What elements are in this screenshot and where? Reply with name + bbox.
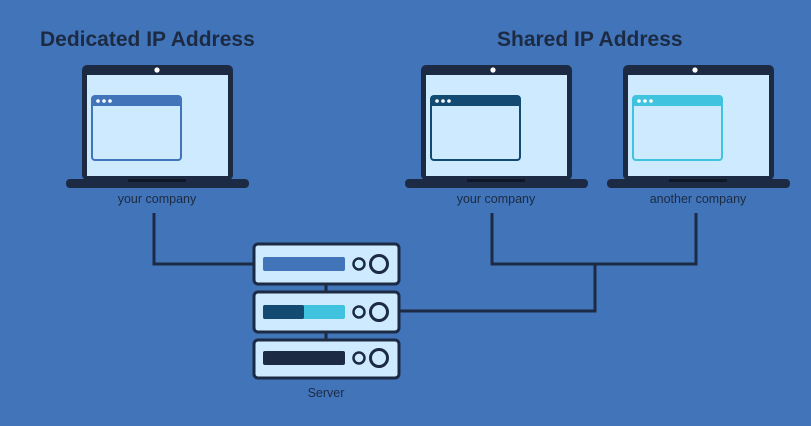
server-unit-top <box>252 242 401 286</box>
laptop-shared-another-company <box>607 65 790 188</box>
server-unit-middle <box>252 290 401 334</box>
camera-icon <box>692 67 698 73</box>
window-dot-icon <box>649 99 653 103</box>
camera-icon <box>154 67 160 73</box>
shared-ip-heading: Shared IP Address <box>497 28 683 51</box>
laptop-hinge <box>669 179 727 182</box>
shared-connection-line <box>398 264 597 313</box>
laptop-label-shared-your: your company <box>456 192 536 206</box>
window-dot-icon <box>96 99 100 103</box>
server-power-icon <box>369 302 389 322</box>
server-label: Server <box>307 386 345 400</box>
laptop-base <box>405 179 588 188</box>
server-led-icon <box>352 257 366 271</box>
window-dot-icon <box>447 99 451 103</box>
browser-titlebar <box>431 96 520 106</box>
laptop-hinge <box>128 179 186 182</box>
browser-titlebar <box>633 96 722 106</box>
window-dot-icon <box>435 99 439 103</box>
laptop-dedicated-your-company <box>66 65 249 188</box>
laptop-base <box>607 179 790 188</box>
window-dot-icon <box>637 99 641 103</box>
window-dot-icon <box>108 99 112 103</box>
laptop-shared-your-company <box>405 65 588 188</box>
laptop-hinge <box>467 179 525 182</box>
browser-titlebar <box>92 96 181 106</box>
laptop-label-shared-another: another company <box>649 192 747 206</box>
camera-icon <box>490 67 496 73</box>
window-dot-icon <box>441 99 445 103</box>
shared-clients-line <box>490 213 698 266</box>
server-led-icon <box>352 305 366 319</box>
laptop-label-dedicated: your company <box>117 192 197 206</box>
server-stack <box>252 242 401 380</box>
server-drive-bar <box>263 257 345 271</box>
server-unit-bottom <box>252 338 401 380</box>
laptop-base <box>66 179 249 188</box>
server-power-icon <box>369 254 389 274</box>
dedicated-ip-heading: Dedicated IP Address <box>40 28 255 51</box>
window-dot-icon <box>643 99 647 103</box>
connection-lines <box>152 213 698 340</box>
server-drive-bar-segment <box>263 305 304 319</box>
server-led-icon <box>352 351 366 365</box>
dedicated-connection-line <box>152 213 258 266</box>
server-drive-bar <box>263 351 345 365</box>
server-power-icon <box>369 348 389 368</box>
window-dot-icon <box>102 99 106 103</box>
